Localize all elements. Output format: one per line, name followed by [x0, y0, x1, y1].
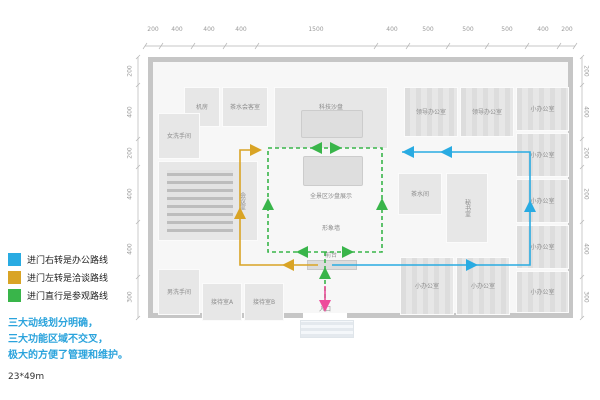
legend-label: 进门右转是办公路线	[27, 255, 109, 266]
room-small-office-5: 小办公室	[516, 271, 569, 313]
legend-item-office: 进门右转是办公路线	[8, 250, 108, 268]
building-size-note: 23*49m	[8, 372, 45, 382]
room-small-office-2: 小办公室	[516, 133, 569, 177]
dim-right: 400	[582, 243, 590, 255]
dim-top: 200	[561, 26, 573, 33]
room-women-restroom: 女洗手间	[158, 113, 200, 159]
dim-right: 200	[582, 188, 590, 200]
caption-line: 三大功能区域不交叉，	[8, 334, 108, 345]
dim-top: 500	[422, 26, 434, 33]
dim-left: 400	[126, 106, 134, 118]
room-secretary: 秘书室	[446, 173, 488, 243]
legend-label: 进门直行是参观路线	[27, 291, 109, 302]
entrance-gap	[303, 313, 347, 318]
dim-left: 400	[126, 188, 134, 200]
dim-right: 200	[582, 65, 590, 77]
image-wall-label: 形象墙	[321, 224, 340, 232]
dim-left: 200	[126, 147, 134, 159]
room-tech-sandbox: 科技沙盘	[274, 87, 388, 149]
caption: 三大动线划分明确， 三大功能区域不交叉， 极大的方便了管理和维护。	[8, 316, 128, 364]
room-small-office-1: 小办公室	[516, 87, 569, 131]
dim-right: 400	[582, 106, 590, 118]
office-route-swatch	[8, 252, 21, 266]
room-reception-a: 接待室A	[202, 283, 242, 321]
dim-top: 500	[462, 26, 474, 33]
building-outline: 机房 茶水会客室 女洗手间 会议室 男洗手间 接待室A 接待室B 科技沙盘 茶水…	[148, 57, 573, 321]
dim-right: 300	[582, 291, 590, 303]
room-leader-office-1: 领导办公室	[404, 87, 458, 137]
legend: 进门右转是办公路线 进门左转是洽谈路线 进门直行是参观路线	[8, 250, 108, 304]
dim-left: 400	[126, 243, 134, 255]
sandbox-table	[301, 110, 363, 138]
dim-top: 400	[235, 26, 247, 33]
dim-top: 400	[386, 26, 398, 33]
dim-top: 200	[147, 26, 159, 33]
room-small-office-7: 小办公室	[456, 257, 510, 315]
legend-item-negotiation: 进门左转是洽谈路线	[8, 268, 108, 286]
room-reception-b: 接待室B	[244, 283, 284, 321]
legend-label: 进门左转是洽谈路线	[27, 273, 109, 284]
dim-left: 200	[126, 65, 134, 77]
dim-left: 300	[126, 291, 134, 303]
room-leader-office-2: 领导办公室	[460, 87, 514, 137]
caption-line: 三大动线划分明确，	[8, 318, 98, 329]
entrance-steps	[300, 320, 354, 338]
hall-sandbox-table	[303, 156, 363, 186]
entrance-label: 入口	[318, 305, 331, 313]
legend-item-visit: 进门直行是参观路线	[8, 286, 108, 304]
room-tea-reception: 茶水会客室	[222, 87, 268, 127]
room-small-office-3: 小办公室	[516, 179, 569, 223]
hall-sandbox-label: 全景区沙盘展示	[309, 192, 352, 200]
caption-line: 极大的方便了管理和维护。	[8, 350, 128, 361]
room-men-restroom: 男洗手间	[158, 269, 200, 315]
visit-route-swatch	[8, 288, 21, 302]
dim-top: 400	[203, 26, 215, 33]
dim-top: 400	[537, 26, 549, 33]
front-desk: 前台	[303, 248, 359, 270]
dim-top: 1500	[308, 26, 324, 33]
dim-top: 500	[501, 26, 513, 33]
negotiation-route-swatch	[8, 270, 21, 284]
room-tea: 茶水间	[398, 173, 442, 215]
room-small-office-6: 小办公室	[400, 257, 454, 315]
dim-right: 200	[582, 147, 590, 159]
room-meeting: 会议室	[158, 161, 258, 241]
room-small-office-4: 小办公室	[516, 225, 569, 269]
dim-top: 400	[171, 26, 183, 33]
conference-table	[167, 170, 233, 232]
